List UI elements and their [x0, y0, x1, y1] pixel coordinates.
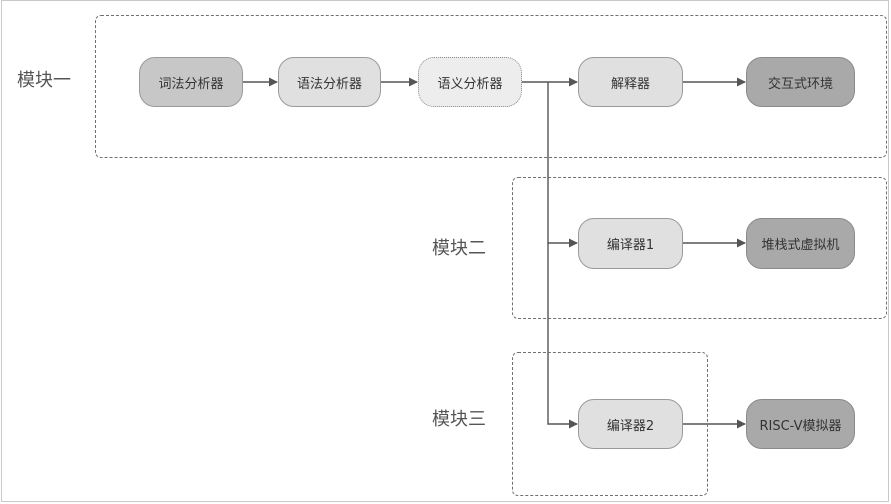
group-label-module-1: 模块一 — [17, 70, 71, 91]
node-compiler-2: 编译器2 — [578, 399, 683, 449]
node-lexer: 词法分析器 — [139, 57, 243, 107]
node-stack-vm: 堆栈式虚拟机 — [746, 218, 855, 269]
node-interpreter: 解释器 — [578, 57, 683, 107]
group-box-module-2 — [512, 177, 887, 319]
node-riscv-simulator: RISC-V模拟器 — [746, 399, 855, 449]
group-label-module-3: 模块三 — [432, 409, 486, 430]
group-box-module-1 — [95, 15, 887, 158]
edge-semantic-compiler2 — [547, 243, 578, 429]
node-semantic-analyzer: 语义分析器 — [418, 57, 522, 107]
node-parser: 语法分析器 — [278, 57, 381, 107]
group-box-module-3 — [512, 352, 708, 496]
node-interactive-env: 交互式环境 — [746, 57, 855, 107]
group-label-module-2: 模块二 — [432, 238, 486, 259]
node-compiler-1: 编译器1 — [578, 218, 683, 269]
